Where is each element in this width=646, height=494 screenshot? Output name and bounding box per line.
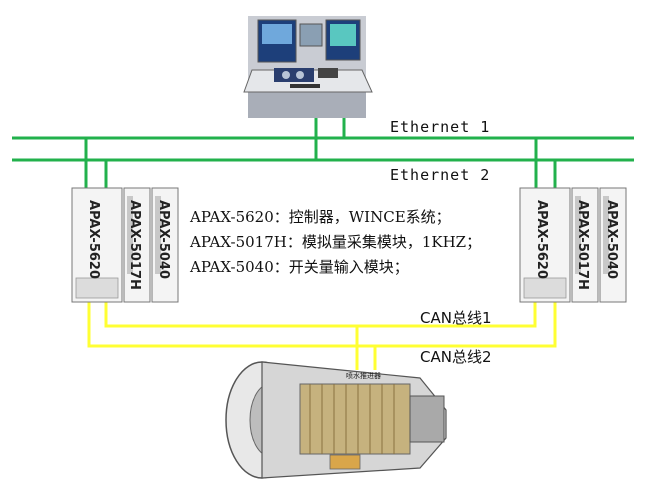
right-module-5040-label: APAX-5040 (604, 200, 619, 279)
left-module-5040-label: APAX-5040 (156, 200, 171, 279)
can2-bus (87, 302, 557, 348)
module-description: APAX-5620：控制器，WINCE系统； APAX-5017H：模拟量采集模… (190, 205, 481, 280)
description-line-5017h: APAX-5017H：模拟量采集模块，1KHZ； (190, 233, 482, 251)
can-network (87, 302, 557, 370)
right-module-5620-label: APAX-5620 (534, 200, 549, 279)
ethernet2-label: Ethernet 2 (390, 166, 491, 184)
can1-label: CAN总线1 (420, 309, 492, 327)
left-module-5017h-label: APAX-5017H (127, 200, 142, 290)
waterjet-engine-image: 喷水推进器 (225, 361, 447, 479)
engine-label: 喷水推进器 (346, 371, 381, 380)
right-module-rack: APAX-5620 APAX-5017H APAX-5040 (519, 187, 627, 303)
description-line-5040: APAX-5040：开关量输入模块； (190, 258, 409, 276)
left-module-rack: APAX-5620 APAX-5017H APAX-5040 (71, 187, 179, 303)
ethernet1-label: Ethernet 1 (390, 118, 491, 136)
left-module-5620-label: APAX-5620 (86, 200, 101, 279)
can1-bus (104, 302, 537, 328)
right-module-5017h-label: APAX-5017H (575, 200, 590, 290)
description-line-5620: APAX-5620：控制器，WINCE系统； (190, 208, 451, 226)
ethernet-network (12, 118, 634, 190)
can2-label: CAN总线2 (420, 348, 492, 366)
control-console-image (243, 16, 373, 118)
